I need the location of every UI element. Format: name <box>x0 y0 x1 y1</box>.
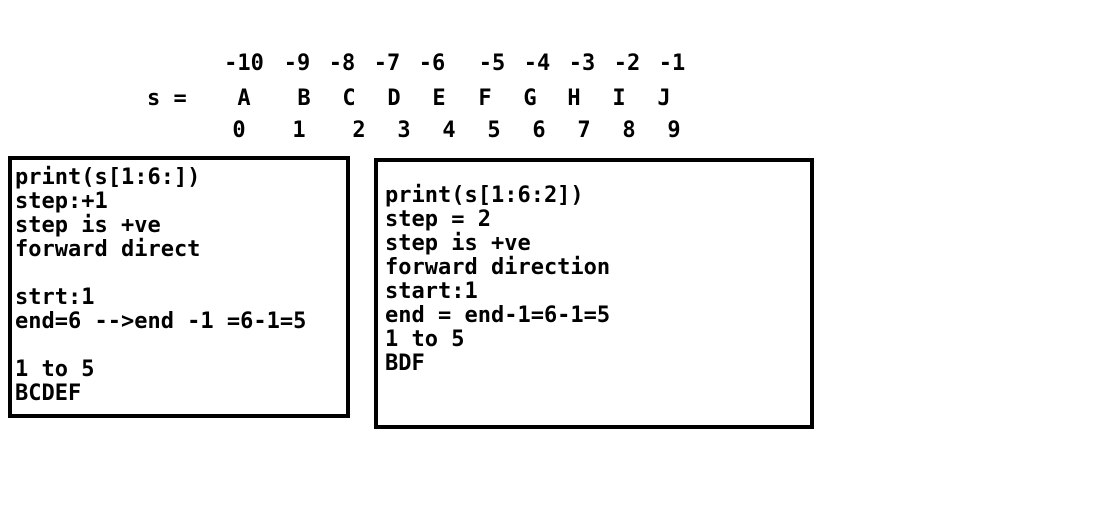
positive-index: 2 <box>352 118 366 143</box>
note-line: start:1 <box>385 279 478 304</box>
code-line: print(s[1:6:]) <box>15 165 201 190</box>
negative-index: -6 <box>418 51 446 76</box>
negative-index: -5 <box>478 51 506 76</box>
slice-explanation-box-step-2: print(s[1:6:2]) step = 2 step is +ve for… <box>374 158 814 429</box>
note-line: end = end-1=6-1=5 <box>385 303 611 328</box>
positive-index: 7 <box>577 118 591 143</box>
note-line: step = 2 <box>385 207 491 232</box>
result-line: BDF <box>385 351 425 376</box>
note-line: 1 to 5 <box>385 327 465 352</box>
note-line: step is +ve <box>385 231 531 256</box>
note-line: step:+1 <box>15 189 108 214</box>
negative-index: -8 <box>328 51 356 76</box>
slice-explanation-box-step-default: print(s[1:6:]) step:+1 step is +ve forwa… <box>8 156 350 418</box>
blank-line <box>15 334 346 358</box>
string-character: J <box>657 86 671 111</box>
code-line: print(s[1:6:2]) <box>385 183 584 208</box>
negative-index: -9 <box>283 51 311 76</box>
negative-index: -2 <box>613 51 641 76</box>
string-character: H <box>567 86 581 111</box>
variable-label: s = <box>147 86 187 111</box>
result-line: BCDEF <box>15 381 82 406</box>
string-character: F <box>478 86 492 111</box>
positive-index: 4 <box>442 118 456 143</box>
string-character: G <box>523 86 537 111</box>
negative-index: -7 <box>373 51 401 76</box>
string-character: A <box>237 86 251 111</box>
negative-index: -1 <box>658 51 686 76</box>
positive-index: 9 <box>667 118 681 143</box>
string-character: B <box>297 86 311 111</box>
note-line: forward direct <box>15 237 201 262</box>
string-character: I <box>612 86 626 111</box>
positive-index: 5 <box>487 118 501 143</box>
note-line: strt:1 <box>15 285 95 310</box>
note-line: end=6 -->end -1 =6-1=5 <box>15 309 307 334</box>
negative-index: -3 <box>568 51 596 76</box>
positive-index: 6 <box>532 118 546 143</box>
positive-index: 8 <box>622 118 636 143</box>
note-line: step is +ve <box>15 213 161 238</box>
positive-index: 0 <box>232 118 246 143</box>
negative-index: -10 <box>224 51 264 76</box>
positive-index: 3 <box>397 118 411 143</box>
negative-index: -4 <box>523 51 551 76</box>
note-line: 1 to 5 <box>15 357 95 382</box>
string-character: D <box>387 86 401 111</box>
positive-index: 1 <box>292 118 306 143</box>
string-character: C <box>342 86 356 111</box>
note-line: forward direction <box>385 255 611 280</box>
string-character: E <box>432 86 446 111</box>
blank-line <box>15 262 346 286</box>
